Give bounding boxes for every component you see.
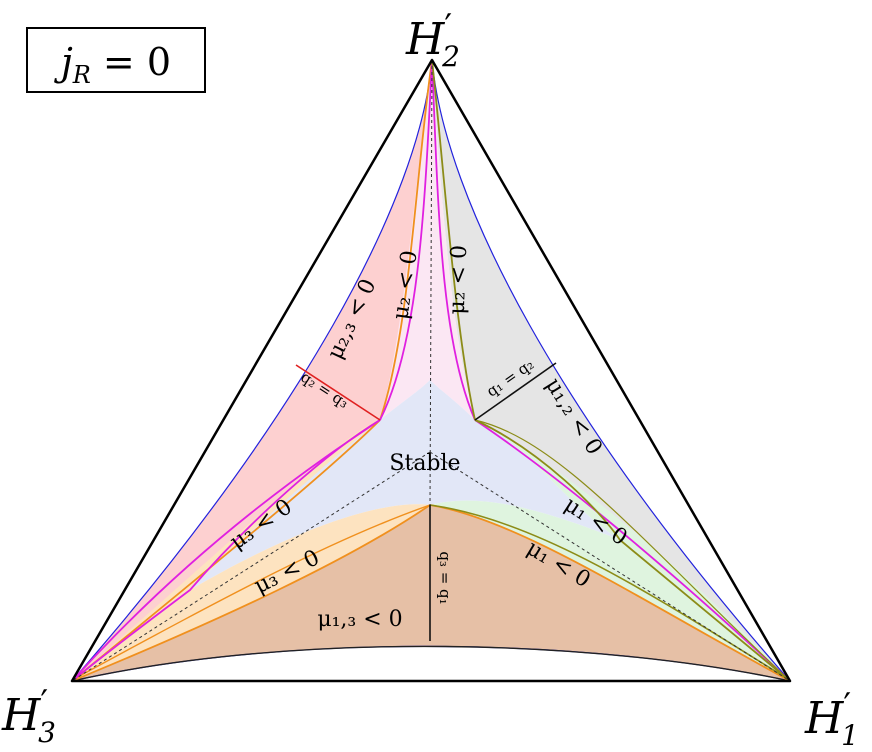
label-stable: Stable: [389, 451, 460, 476]
dashed-line-right: [429, 451, 791, 682]
bottom-curve: [71, 645, 791, 682]
region-mu1: [430, 420, 790, 681]
svg-text:jR = 0: jR = 0: [54, 40, 171, 89]
orange-curve-bottom-right: [429, 504, 791, 682]
olive-curve-bottom-right: [429, 504, 789, 680]
blue-curve-right: [431, 59, 791, 682]
blue-curve-left: [71, 59, 433, 682]
dashed-line-vertical: [429, 59, 433, 506]
vertex-label-top: H′2: [405, 7, 460, 73]
label-mu2-right: μ₂ < 0: [445, 245, 472, 315]
magenta-curve-left-inner: [71, 419, 381, 682]
q1-q2-line: [474, 362, 557, 421]
olive-curve-right: [474, 419, 791, 682]
label-q3-q1: q₃ = q₁: [436, 551, 454, 604]
orange-curve-left-a: [71, 419, 381, 682]
orange-curve-top-left: [379, 59, 433, 421]
q2-q3-line: [295, 364, 381, 421]
symmetry-lines: [71, 59, 791, 682]
orange-curve-bottom-left: [71, 504, 431, 682]
region-mu13: [72, 505, 790, 681]
vertex-label-left: H′3: [1, 683, 56, 749]
magenta-curve-top: [379, 59, 433, 421]
olive-curve-right-outer: [474, 419, 791, 682]
magenta-curve-right: [474, 419, 791, 682]
label-mu13: μ₁,₃ < 0: [317, 607, 402, 632]
regions: [72, 60, 790, 681]
vertex-label-right: H′1: [804, 686, 859, 752]
outer-triangle: [70, 58, 792, 683]
dashed-line-left: [71, 451, 431, 682]
equality-lines: [295, 362, 557, 641]
region-mu3: [72, 420, 430, 681]
box-rest: = 0: [91, 40, 171, 84]
region-mu23: [72, 60, 432, 681]
magenta-curve-top-right: [431, 59, 476, 421]
orange-curve-left-b: [73, 504, 431, 680]
boundary-curves: [71, 59, 791, 682]
box-sub: R: [72, 61, 91, 89]
olive-curve-top-right: [431, 59, 476, 421]
condition-box: jR = 0: [26, 27, 206, 93]
region-stable: [190, 380, 620, 590]
region-mu12: [432, 60, 790, 681]
